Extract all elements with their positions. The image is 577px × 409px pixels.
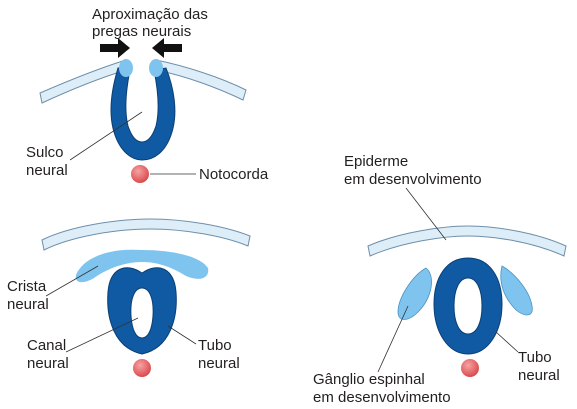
- neural-tube-middle: [107, 267, 177, 355]
- label-notocorda: Notocorda: [199, 166, 269, 183]
- neural-crest-tip-right: [149, 59, 163, 77]
- label-tubo-mid-1: Tubo: [198, 337, 232, 354]
- leader-sulco: [69, 111, 143, 161]
- leader-canal: [65, 317, 139, 353]
- label-tubo-right-1: Tubo: [518, 349, 552, 366]
- neural-crest-tip-left: [119, 59, 133, 77]
- neural-groove: [110, 67, 176, 161]
- label-ganglio-1: Gânglio espinhal: [313, 371, 425, 388]
- notochord-1: [131, 165, 149, 183]
- label-epiderme-2: em desenvolvimento: [344, 171, 482, 188]
- label-canal-1: Canal: [27, 337, 66, 354]
- epidermis-arc-right: [367, 225, 567, 257]
- epidermis-right-fold: [155, 59, 247, 101]
- notochord-3: [461, 359, 479, 377]
- leader-ganglio: [377, 305, 409, 373]
- epidermis-arc-middle: [41, 218, 251, 251]
- label-canal-2: neural: [27, 355, 69, 372]
- leader-tubo-right: [495, 331, 519, 353]
- neural-crest-band: [75, 249, 209, 283]
- label-sulco-2: neural: [26, 162, 68, 179]
- notochord-2: [133, 359, 151, 377]
- arrow-left-icon: [152, 38, 182, 58]
- label-epiderme-1: Epiderme: [344, 153, 408, 170]
- stage-neural-groove: Aproximação das pregas neurais Sulco neu…: [26, 6, 269, 183]
- label-tubo-right-2: neural: [518, 367, 560, 384]
- leader-tubo-mid: [167, 325, 197, 345]
- spinal-ganglion-right: [500, 265, 533, 316]
- stage-neural-tube-closed: Epiderme em desenvolvimento Gânglio espi…: [313, 153, 567, 406]
- label-tubo-mid-2: neural: [198, 355, 240, 372]
- arrow-right-icon: [100, 38, 130, 58]
- leader-crista: [45, 265, 99, 297]
- stage-neural-tube-forming: Crista neural Canal neural Tubo neural: [7, 218, 251, 377]
- label-approx-1: Aproximação das: [92, 6, 208, 23]
- leader-epiderme: [405, 187, 447, 241]
- neural-tube-right: [433, 257, 503, 355]
- label-crista-1: Crista: [7, 278, 47, 295]
- spinal-ganglion-left: [397, 267, 432, 320]
- label-sulco-1: Sulco: [26, 144, 64, 161]
- label-ganglio-2: em desenvolvimento: [313, 389, 451, 406]
- label-approx-2: pregas neurais: [92, 23, 191, 40]
- label-crista-2: neural: [7, 296, 49, 313]
